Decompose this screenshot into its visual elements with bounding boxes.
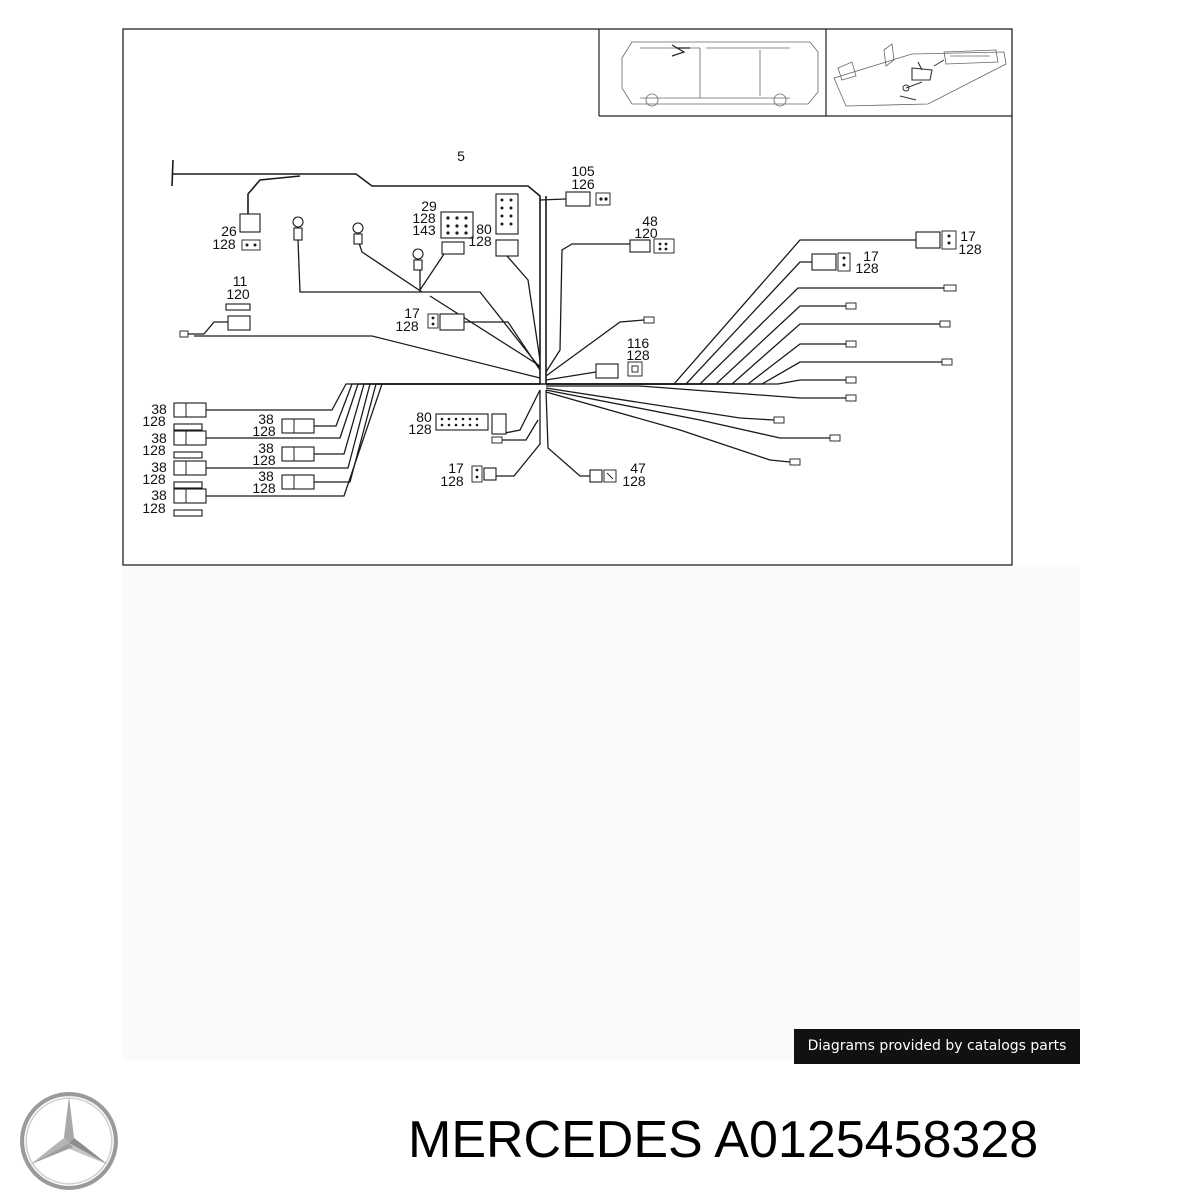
connector-29 xyxy=(440,211,474,255)
label-128-h: 128 xyxy=(142,413,166,429)
label-harness-5: 5 xyxy=(457,148,465,164)
label-38-e: 38 xyxy=(151,459,167,475)
label-143: 143 xyxy=(412,222,436,238)
label-128-g: 128 xyxy=(626,347,650,363)
label-128-k: 128 xyxy=(252,452,276,468)
label-128-n: 128 xyxy=(142,500,166,516)
brand-name: MERCEDES xyxy=(408,1111,703,1169)
connector-17-top-right xyxy=(915,230,957,250)
wiring-harness-diagram: 5 105 126 29 128 143 80 128 26 128 48 12… xyxy=(122,28,1013,566)
label-128-f: 128 xyxy=(395,318,419,334)
part-title: MERCEDES A0125458328 xyxy=(408,1108,1038,1172)
label-38-g: 38 xyxy=(151,487,167,503)
label-38-c: 38 xyxy=(151,430,167,446)
label-17-a: 17 xyxy=(960,228,976,244)
label-38-b: 38 xyxy=(258,411,274,427)
diagram-credit-banner: Diagrams provided by catalogs parts xyxy=(794,1029,1080,1064)
connector-11 xyxy=(179,303,251,338)
component-location-inset xyxy=(833,43,1007,107)
label-38-d: 38 xyxy=(258,440,274,456)
connector-80-top xyxy=(495,193,519,257)
connector-105 xyxy=(565,191,611,207)
label-128-i: 128 xyxy=(252,423,276,439)
right-wire-fan xyxy=(545,239,944,463)
label-29: 29 xyxy=(421,198,437,214)
label-128-b: 128 xyxy=(468,233,492,249)
connectors-38-left xyxy=(173,402,315,517)
label-17-d: 17 xyxy=(448,460,464,476)
label-80-a: 80 xyxy=(476,221,492,237)
label-38-a: 38 xyxy=(151,401,167,417)
label-116: 116 xyxy=(627,335,650,351)
connector-48 xyxy=(629,238,675,254)
label-128-a: 128 xyxy=(412,210,436,226)
label-120-a: 120 xyxy=(634,225,658,241)
mercedes-star-icon xyxy=(20,1092,118,1190)
connector-26 xyxy=(239,213,261,251)
label-38-f: 38 xyxy=(258,468,274,484)
label-80-b: 80 xyxy=(416,409,432,425)
diagram-background xyxy=(122,565,1080,1060)
label-128-l: 128 xyxy=(142,471,166,487)
connector-plug-right-small xyxy=(643,284,957,466)
vehicle-location-inset xyxy=(621,41,819,107)
label-128-c: 128 xyxy=(212,236,236,252)
diagram-labels: 5 105 126 29 128 143 80 128 26 128 48 12… xyxy=(142,148,982,516)
label-120-b: 120 xyxy=(226,286,250,302)
label-128-e: 128 xyxy=(855,260,879,276)
label-128-d: 128 xyxy=(958,241,982,257)
label-128-p: 128 xyxy=(440,473,464,489)
left-wire-fan xyxy=(206,383,540,497)
label-48: 48 xyxy=(642,213,658,229)
label-126: 126 xyxy=(571,176,595,192)
connector-80-bottom xyxy=(435,413,507,444)
connector-116 xyxy=(595,361,643,379)
label-128-j: 128 xyxy=(142,442,166,458)
label-128-q: 128 xyxy=(622,473,646,489)
label-128-o: 128 xyxy=(408,421,432,437)
part-number: A0125458328 xyxy=(714,1111,1039,1169)
label-11: 11 xyxy=(233,273,248,289)
diagram-frame xyxy=(122,28,1013,566)
connector-17-right xyxy=(811,252,851,272)
ring-terminals xyxy=(292,216,424,271)
label-105: 105 xyxy=(571,163,595,179)
connector-17-mid xyxy=(427,313,465,331)
label-47: 47 xyxy=(630,460,646,476)
label-26: 26 xyxy=(221,223,237,239)
label-17-c: 17 xyxy=(404,305,420,321)
connector-47 xyxy=(589,469,617,483)
label-128-m: 128 xyxy=(252,480,276,496)
label-17-b: 17 xyxy=(863,248,879,264)
connector-17-bottom xyxy=(471,465,497,483)
